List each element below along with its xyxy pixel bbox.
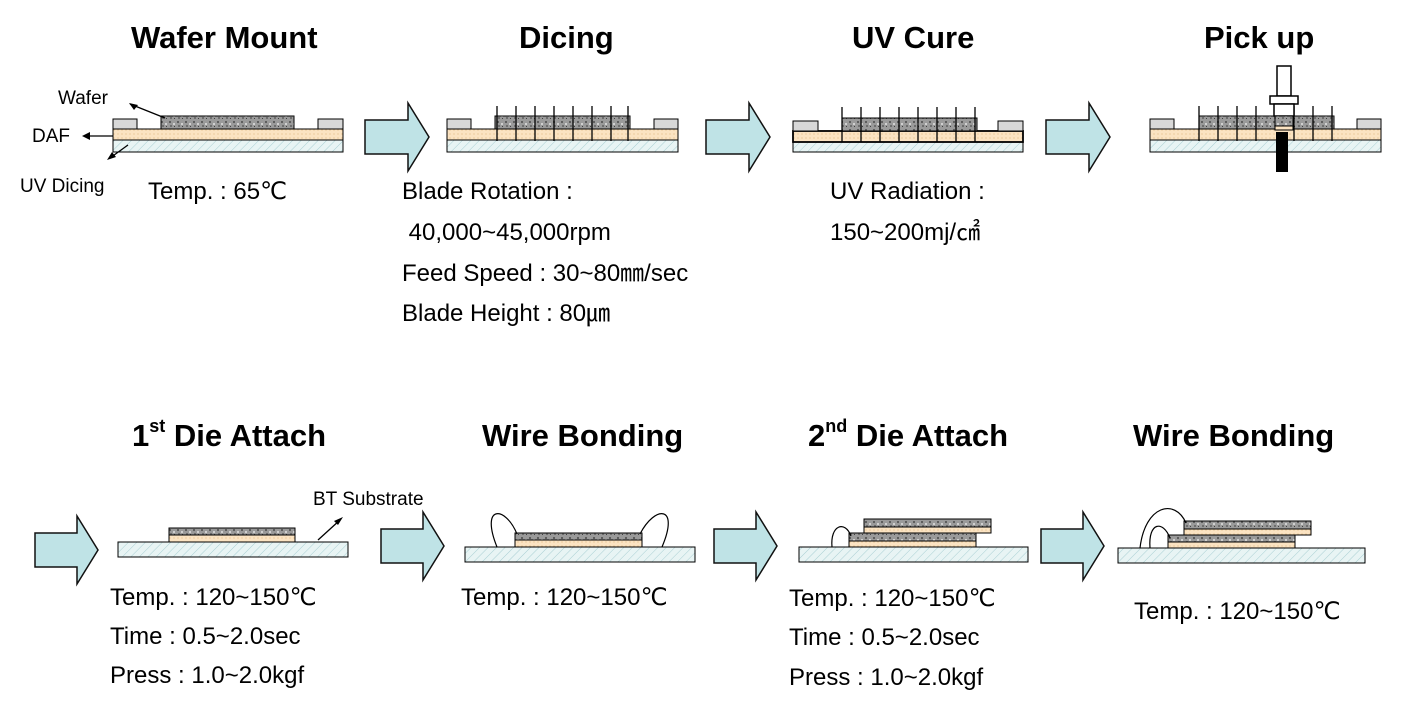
wire-bonding-1-diagram — [464, 513, 696, 563]
dicing-param: Blade Height : 80㎛ — [402, 300, 611, 327]
dicing-param: Feed Speed : 30~80㎜/sec — [402, 260, 689, 287]
label-bt-substrate: BT Substrate — [313, 489, 424, 510]
process-arrow — [380, 509, 445, 583]
wire-bonding-2-diagram — [1117, 508, 1366, 564]
wire-bonding-2-param: Temp. : 120~150℃ — [1134, 598, 1341, 625]
pick-up-diagram — [1149, 65, 1382, 172]
second-die-attach-param: Time : 0.5~2.0sec — [789, 624, 980, 651]
second-die-attach-param: Temp. : 120~150℃ — [789, 585, 996, 612]
dicing-diagram — [446, 106, 679, 153]
process-arrow — [1040, 509, 1105, 583]
wafer-mount-param: Temp. : 65℃ — [148, 178, 288, 205]
step-title-first-die-attach: 1st Die Attach — [132, 416, 327, 453]
first-die-attach-diagram — [117, 517, 349, 558]
label-wafer: Wafer — [58, 88, 108, 109]
process-arrow — [364, 100, 430, 174]
dicing-param: Blade Rotation : — [402, 178, 573, 205]
second-die-attach-param: Press : 1.0~2.0kgf — [789, 664, 984, 691]
step-title-second-die-attach: 2nd Die Attach — [808, 416, 1009, 453]
process-arrow — [1045, 100, 1111, 174]
step-title-wafer-mount: Wafer Mount — [131, 20, 318, 55]
label-daf: DAF — [32, 126, 70, 147]
process-arrow — [34, 513, 99, 587]
label-uv-dicing: UV Dicing — [20, 176, 105, 197]
wafer-mount-diagram — [82, 103, 344, 160]
step-title-wire-bonding-1: Wire Bonding — [482, 418, 684, 453]
wire-bonding-1-param: Temp. : 120~150℃ — [461, 584, 668, 611]
first-die-attach-param: Time : 0.5~2.0sec — [110, 623, 301, 650]
uv-cure-param: 150~200mj/㎠ — [830, 219, 981, 246]
step-title-dicing: Dicing — [519, 20, 614, 55]
dicing-param: 40,000~45,000rpm — [402, 219, 611, 246]
process-arrow — [713, 509, 778, 583]
step-title-wire-bonding-2: Wire Bonding — [1133, 418, 1335, 453]
second-die-attach-diagram — [798, 518, 1029, 563]
step-title-uv-cure: UV Cure — [852, 20, 975, 55]
uv-cure-param: UV Radiation : — [830, 178, 985, 205]
first-die-attach-param: Temp. : 120~150℃ — [110, 584, 317, 611]
uv-cure-diagram — [792, 107, 1024, 153]
first-die-attach-param: Press : 1.0~2.0kgf — [110, 662, 305, 689]
process-arrow — [705, 100, 771, 174]
step-title-pick-up: Pick up — [1204, 20, 1315, 55]
